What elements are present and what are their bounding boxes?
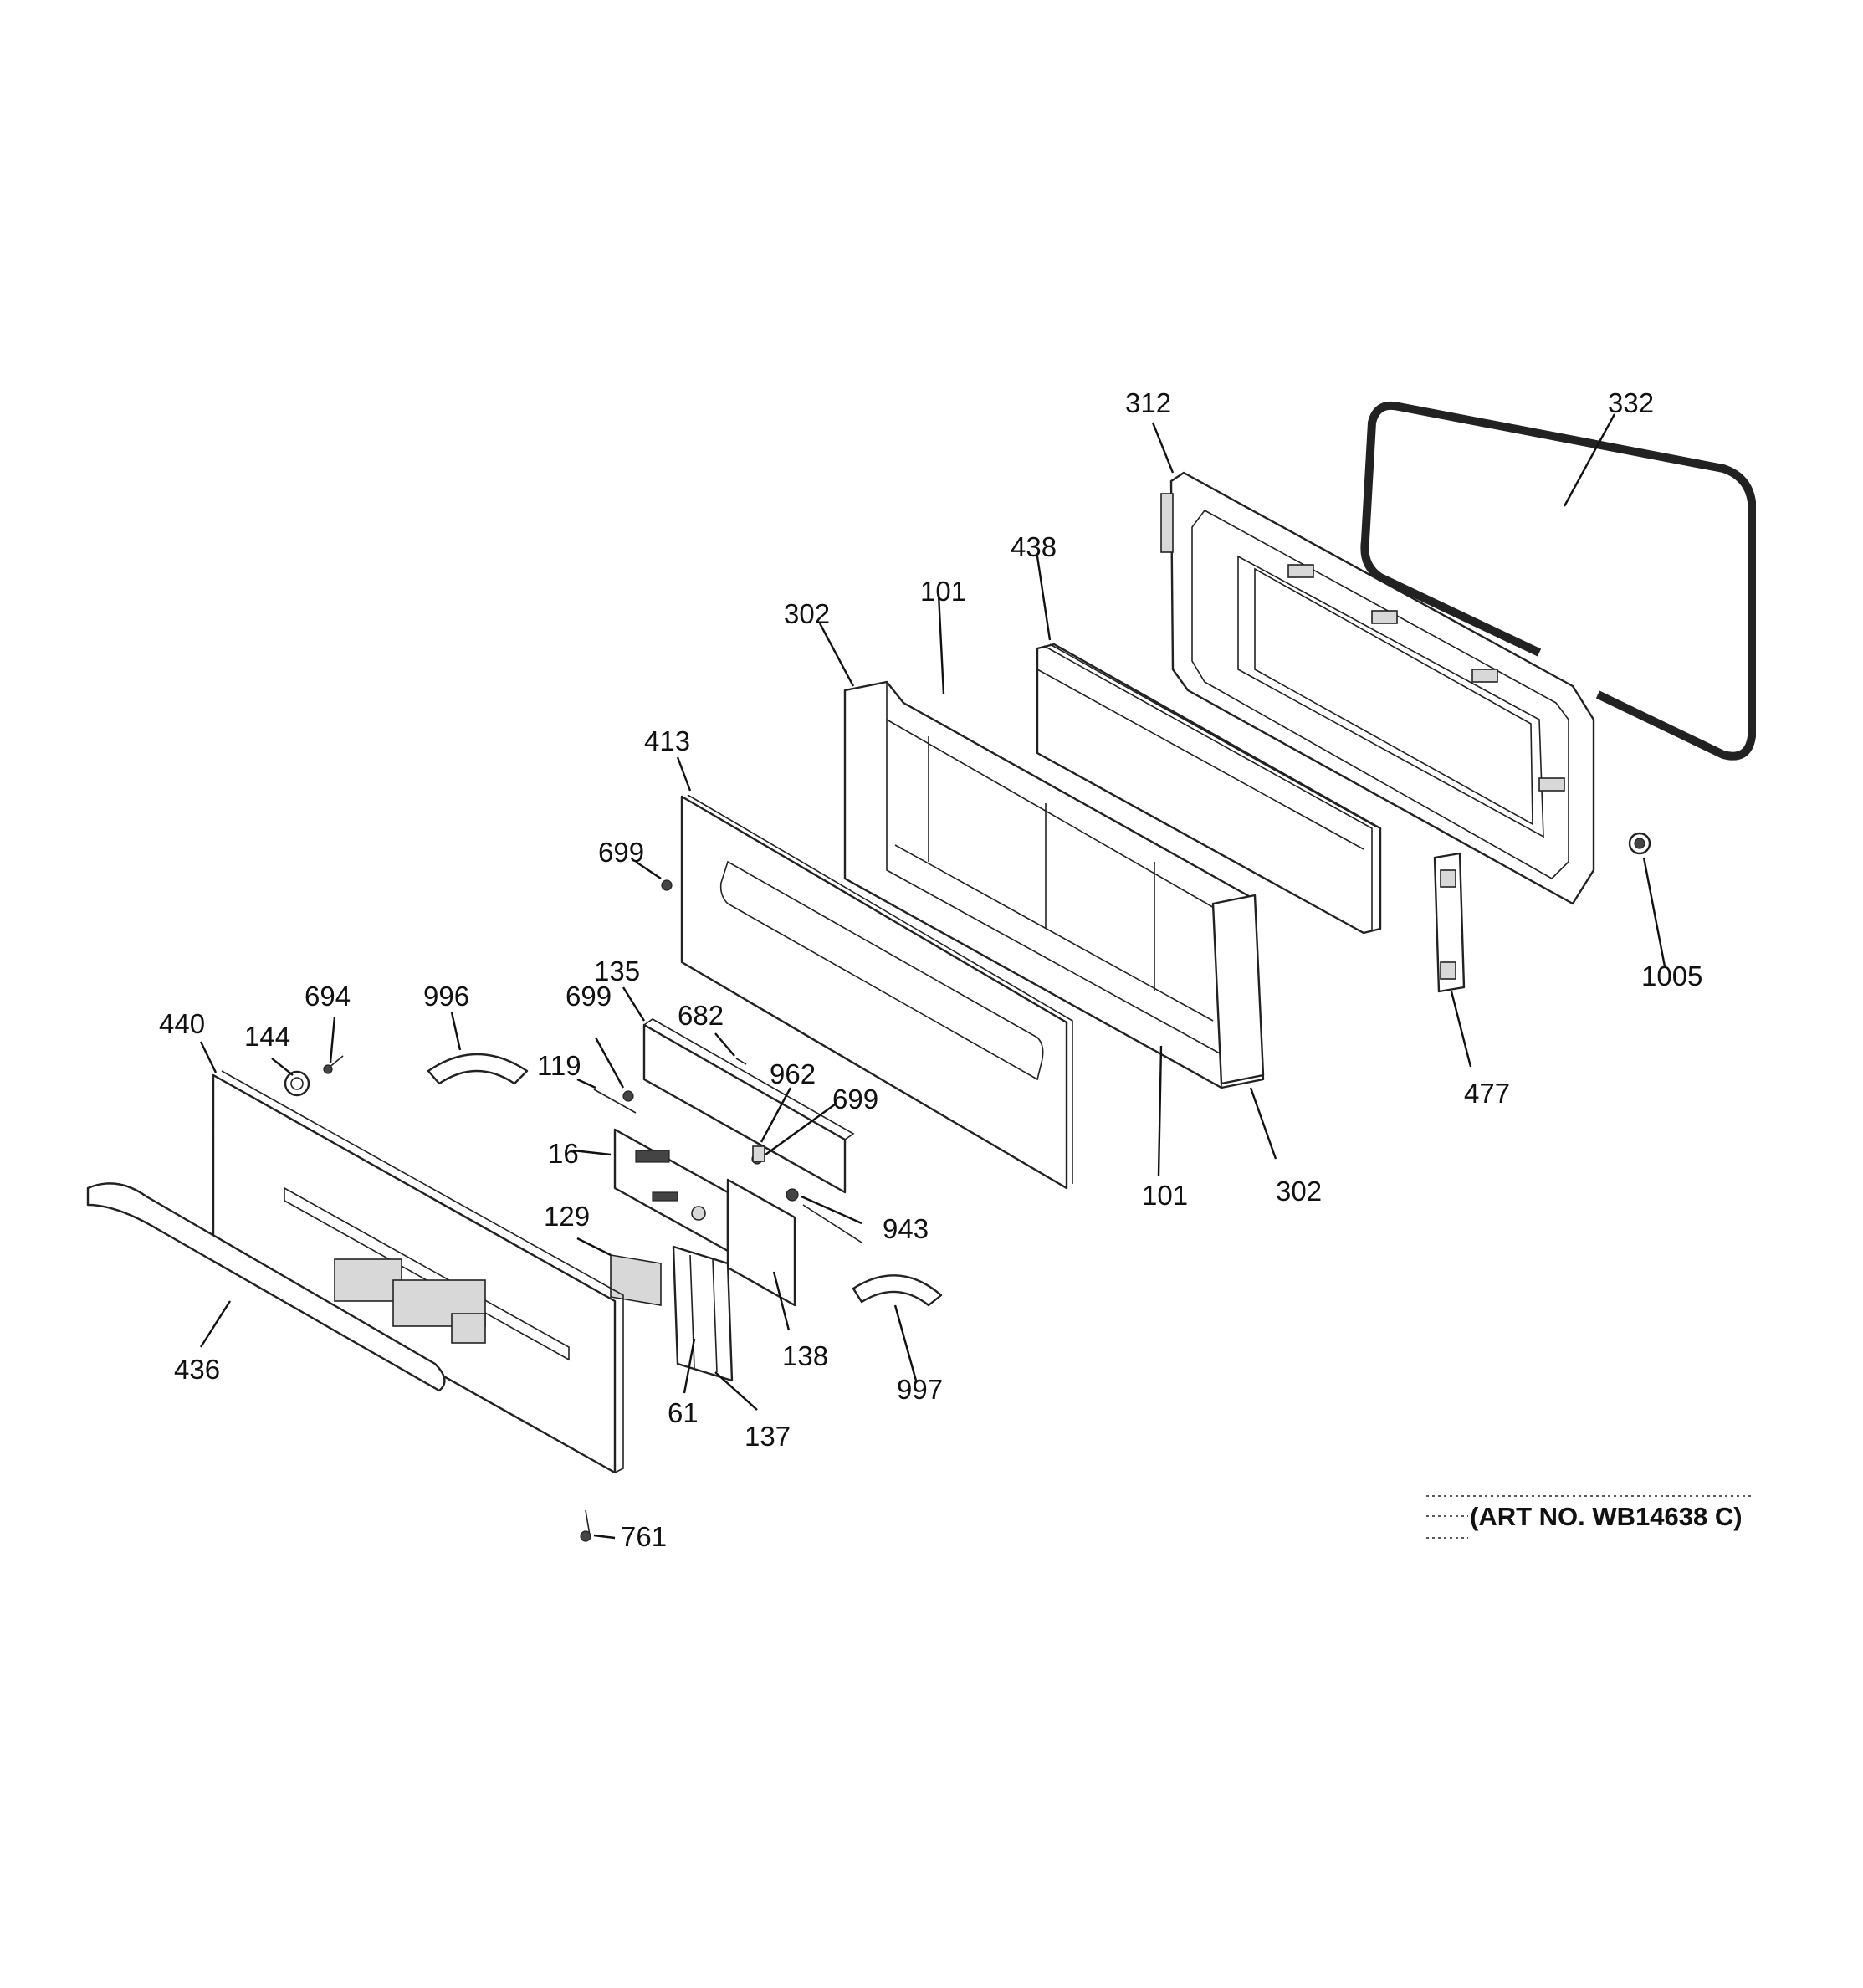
callout-101-top: 101 bbox=[920, 576, 966, 607]
art-number: (ART NO. WB14638 C) bbox=[1470, 1502, 1743, 1531]
part-440-door-panel bbox=[212, 1070, 624, 1474]
part-996-ribbon bbox=[427, 1053, 529, 1085]
callout-699-a: 699 bbox=[598, 837, 644, 868]
callout-302-top: 302 bbox=[784, 598, 830, 629]
part-438-glass-pack bbox=[1036, 643, 1382, 935]
part-694-screw bbox=[323, 1055, 344, 1074]
part-119-wire bbox=[593, 1089, 637, 1114]
callout-135: 135 bbox=[594, 956, 640, 986]
part-129-foam bbox=[610, 1254, 662, 1306]
part-699-screw-a bbox=[661, 879, 673, 891]
callout-699-b: 699 bbox=[566, 981, 612, 1012]
part-943-sensor bbox=[786, 1188, 862, 1243]
callout-332: 332 bbox=[1608, 387, 1654, 418]
part-332-gasket bbox=[1360, 401, 1756, 761]
callout-137: 137 bbox=[745, 1421, 791, 1452]
callout-119: 119 bbox=[537, 1050, 581, 1081]
callout-312: 312 bbox=[1125, 387, 1171, 418]
part-302-101-insulation bbox=[843, 680, 1265, 1089]
part-16-control-board bbox=[613, 1128, 729, 1253]
callout-302-bot: 302 bbox=[1276, 1176, 1322, 1207]
part-144-knob bbox=[284, 1070, 310, 1097]
callout-138: 138 bbox=[782, 1340, 828, 1371]
callout-962: 962 bbox=[770, 1058, 816, 1089]
callout-440: 440 bbox=[159, 1008, 205, 1039]
part-137-61-bracket bbox=[672, 1245, 734, 1382]
callout-699-c: 699 bbox=[832, 1084, 878, 1114]
callout-144: 144 bbox=[244, 1021, 290, 1052]
callout-1005: 1005 bbox=[1641, 961, 1702, 991]
callout-943: 943 bbox=[883, 1213, 929, 1244]
callouts: 312 332 438 101 302 413 699 135 1005 694… bbox=[159, 387, 1702, 1552]
part-962-switch bbox=[752, 1145, 765, 1162]
callout-997: 997 bbox=[897, 1374, 943, 1405]
callout-413: 413 bbox=[644, 725, 690, 756]
part-312-door-frame bbox=[1160, 471, 1595, 905]
part-1005-bumper bbox=[1628, 832, 1651, 855]
callout-682: 682 bbox=[678, 1000, 724, 1031]
callout-436: 436 bbox=[174, 1354, 220, 1385]
part-682-screw bbox=[735, 1058, 747, 1065]
callout-61: 61 bbox=[668, 1397, 699, 1428]
part-135-bracket bbox=[642, 1018, 855, 1194]
part-997-ribbon bbox=[852, 1274, 943, 1307]
callout-761: 761 bbox=[621, 1521, 667, 1552]
keypad bbox=[334, 1258, 486, 1344]
callout-438: 438 bbox=[1011, 531, 1057, 562]
part-477-hinge bbox=[1433, 852, 1466, 993]
art-number-block: (ART NO. WB14638 C) bbox=[1426, 1495, 1753, 1539]
leader-lines bbox=[199, 413, 1666, 1540]
callout-694: 694 bbox=[305, 981, 351, 1012]
callout-477: 477 bbox=[1464, 1078, 1510, 1109]
callout-129: 129 bbox=[544, 1201, 590, 1232]
part-699-screw-b bbox=[622, 1090, 634, 1102]
callout-996: 996 bbox=[423, 981, 469, 1012]
part-413-liner-panel bbox=[680, 794, 1073, 1190]
part-436-handle bbox=[86, 1182, 446, 1392]
part-761-screw bbox=[580, 1509, 591, 1542]
callout-16: 16 bbox=[548, 1138, 579, 1169]
part-138-cover bbox=[726, 1178, 796, 1307]
callout-101-bot: 101 bbox=[1142, 1180, 1188, 1211]
